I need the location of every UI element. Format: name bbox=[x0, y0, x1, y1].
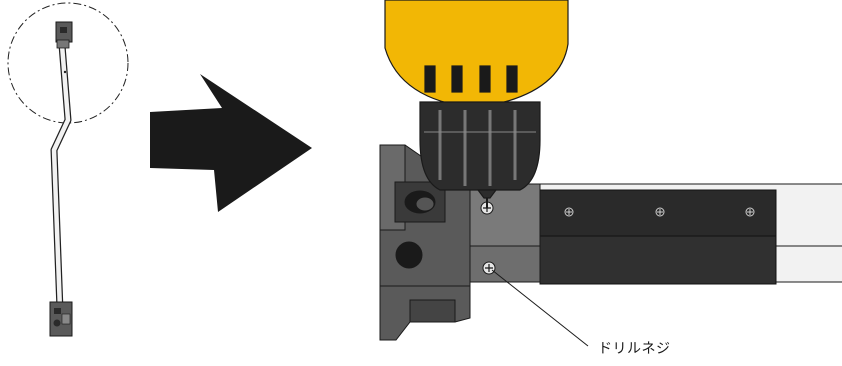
rail-screw-icon bbox=[565, 208, 573, 216]
rail bbox=[520, 184, 842, 284]
rail-screw-icon bbox=[656, 208, 664, 216]
rail-screw-icon bbox=[746, 208, 754, 216]
drill-screw-icon bbox=[483, 262, 495, 274]
zoom-arrow-icon bbox=[150, 74, 312, 212]
overview-pole bbox=[8, 3, 128, 336]
callout-label: ドリルネジ bbox=[598, 338, 671, 358]
